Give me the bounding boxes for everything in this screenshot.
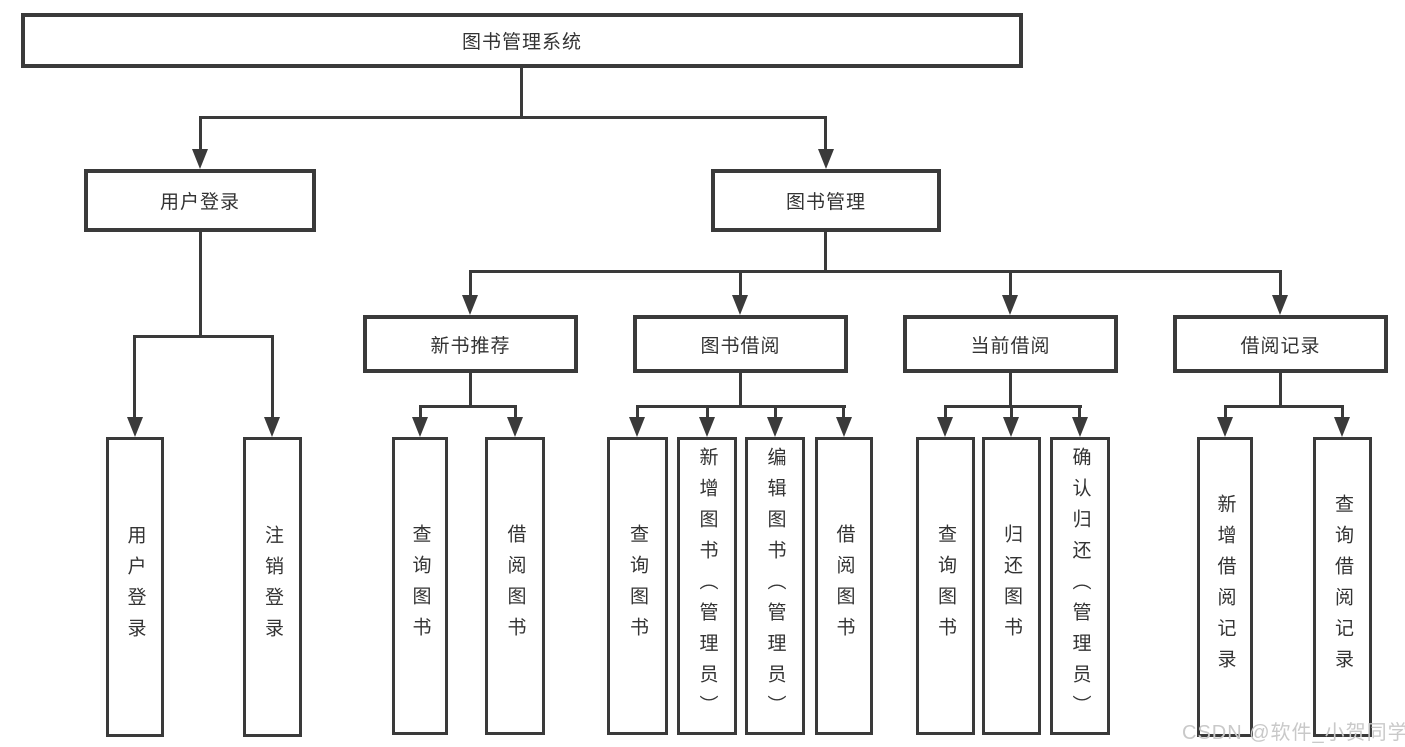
connector-root-drop (520, 68, 523, 118)
connector-g1-stem-1 (636, 405, 639, 421)
node-add-borrow-record: 新增借阅记录 (1197, 437, 1253, 737)
arrowhead-borrow (732, 295, 748, 315)
node-current-borrow: 当前借阅 (903, 315, 1118, 373)
connector-g2-drop (1009, 373, 1012, 407)
connector-g1-stem-3 (774, 405, 777, 421)
arrowhead-g0-2 (507, 417, 523, 437)
node-logout-leaf: 注销登录 (243, 437, 302, 737)
arrowhead-g2-1 (937, 417, 953, 437)
node-edit-books-admin: 编辑图书（管理员） (745, 437, 805, 735)
connector-book-mgmt-stem (824, 116, 827, 151)
node-library-system: 图书管理系统 (21, 13, 1023, 68)
node-add-books-admin: 新增图书（管理员） (677, 437, 737, 735)
arrowhead-g1-3 (767, 417, 783, 437)
connector-g1-bar (636, 405, 846, 408)
arrowhead-g1-2 (699, 417, 715, 437)
connector-g3-stem-1 (1224, 405, 1227, 421)
arrowhead-g1-4 (836, 417, 852, 437)
arrowhead-g2-3 (1072, 417, 1088, 437)
arrowhead-records (1272, 295, 1288, 315)
node-borrow-query-books: 查询图书 (607, 437, 668, 735)
connector-user-login-bar (133, 335, 274, 338)
node-user-login: 用户登录 (84, 169, 316, 232)
arrowhead-g1-1 (629, 417, 645, 437)
node-new-book-recommend: 新书推荐 (363, 315, 578, 373)
arrowhead-g3-1 (1217, 417, 1233, 437)
arrowhead-recommend (462, 295, 478, 315)
watermark: CSDN @软件_小贺同学 (1182, 722, 1405, 744)
node-user-login-leaf: 用户登录 (106, 437, 164, 737)
connector-g0-drop (469, 373, 472, 407)
node-return-books: 归还图书 (982, 437, 1041, 735)
node-borrow-records: 借阅记录 (1173, 315, 1388, 373)
connector-recommend-stem (469, 270, 472, 298)
connector-records-stem (1279, 270, 1282, 298)
node-recommend-borrow-books: 借阅图书 (485, 437, 545, 735)
connector-g1-drop (739, 373, 742, 407)
arrowhead-user-login (192, 149, 208, 169)
connector-login-leaf-stem (133, 335, 136, 419)
node-query-borrow-record: 查询借阅记录 (1313, 437, 1372, 737)
connector-g0-stem-1 (419, 405, 422, 421)
arrowhead-login-leaf (127, 417, 143, 437)
node-borrow-books-leaf: 借阅图书 (815, 437, 873, 735)
connector-borrow-stem (739, 270, 742, 298)
connector-g3-drop (1279, 373, 1282, 407)
connector-g0-stem-2 (514, 405, 517, 421)
arrowhead-g0-1 (412, 417, 428, 437)
connector-current-stem (1009, 270, 1012, 298)
connector-book-mgmt-drop (824, 232, 827, 273)
node-book-management: 图书管理 (711, 169, 941, 232)
connector-g3-stem-2 (1341, 405, 1344, 421)
connector-g2-stem-3 (1078, 405, 1081, 421)
arrowhead-logout-leaf (264, 417, 280, 437)
arrowhead-book-mgmt (818, 149, 834, 169)
connector-level2-bar (199, 116, 826, 119)
node-book-borrow: 图书借阅 (633, 315, 848, 373)
connector-user-login-stem (199, 116, 202, 151)
node-confirm-return-admin: 确认归还（管理员） (1050, 437, 1110, 735)
node-current-query-books: 查询图书 (916, 437, 975, 735)
connector-g0-bar (419, 405, 517, 408)
connector-g1-stem-4 (842, 405, 845, 421)
connector-level3-bar (469, 270, 1282, 273)
arrowhead-g2-2 (1003, 417, 1019, 437)
arrowhead-current (1002, 295, 1018, 315)
connector-g3-bar (1224, 405, 1344, 408)
connector-g1-stem-2 (706, 405, 709, 421)
connector-g2-stem-2 (1010, 405, 1013, 421)
connector-user-login-drop (199, 232, 202, 335)
node-recommend-query-books: 查询图书 (392, 437, 448, 735)
connector-logout-leaf-stem (271, 335, 274, 419)
connector-g2-stem-1 (944, 405, 947, 421)
connector-g2-bar (944, 405, 1082, 408)
arrowhead-g3-2 (1334, 417, 1350, 437)
